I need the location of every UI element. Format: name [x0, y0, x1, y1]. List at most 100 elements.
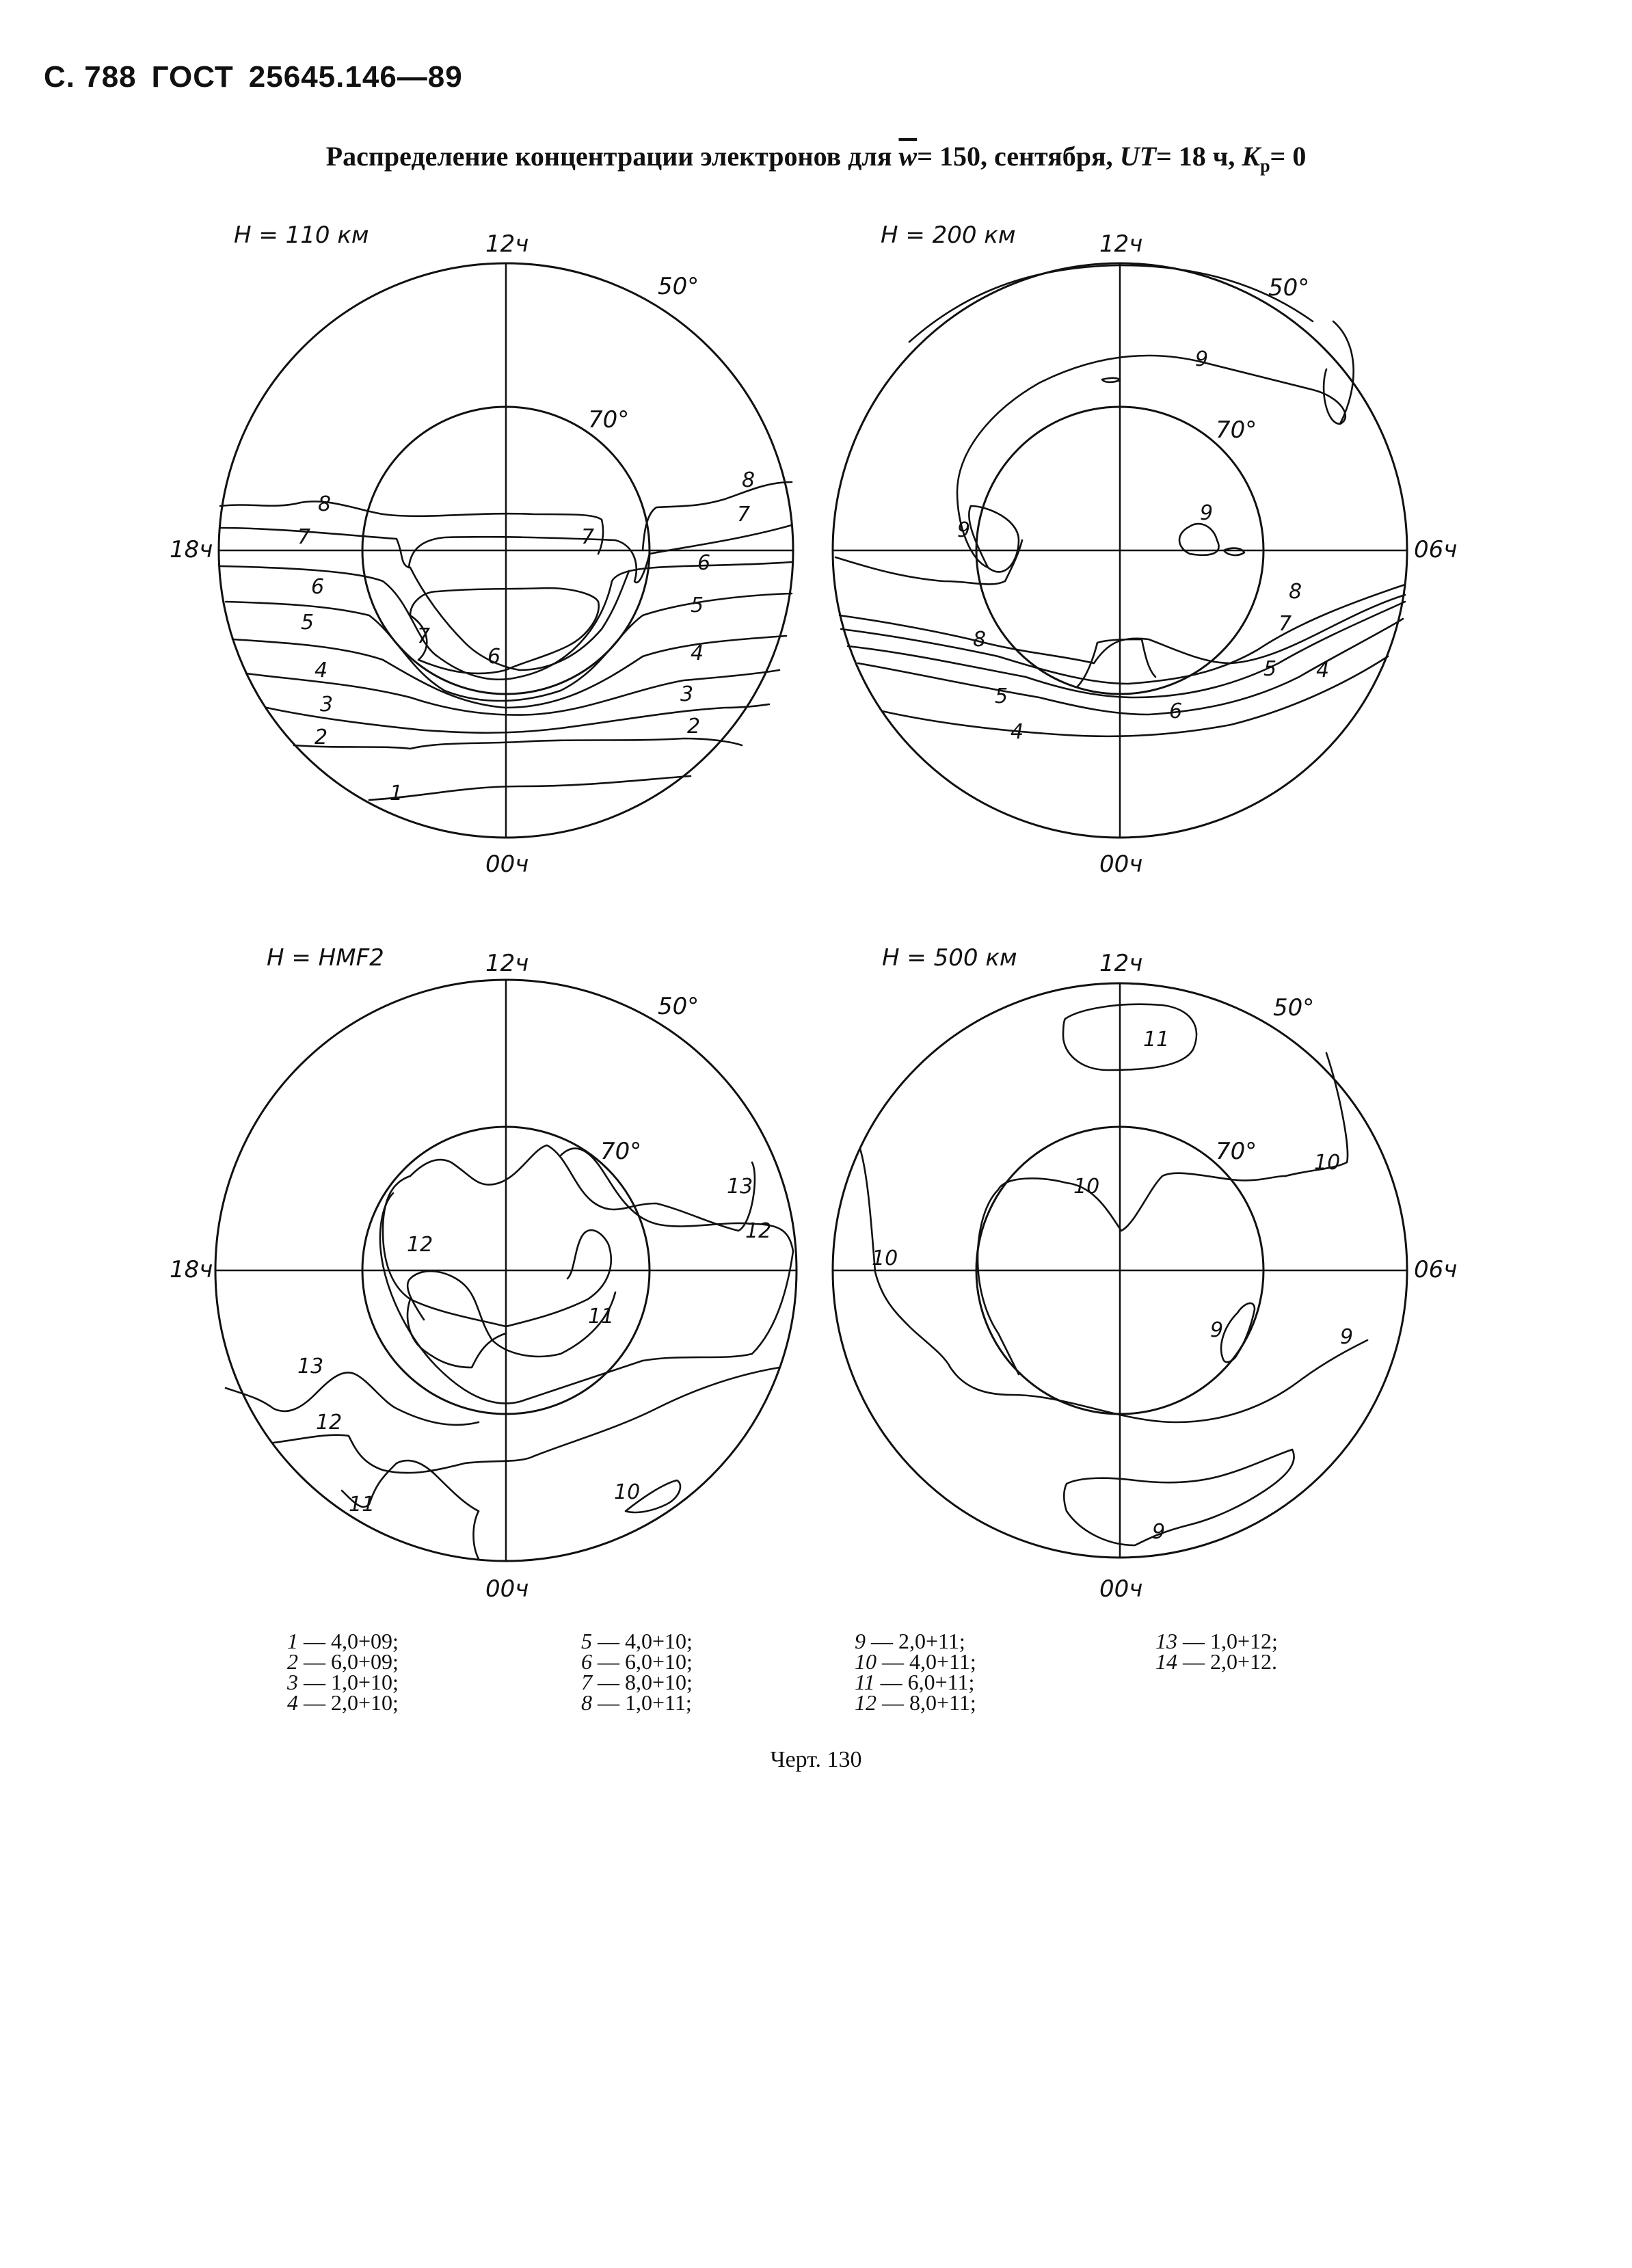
- contour-label: 10: [1314, 1151, 1340, 1175]
- outer-lat-3: 50°: [658, 993, 699, 1020]
- inner-lat-2: 70°: [1216, 416, 1257, 444]
- contour-label: 3: [320, 693, 333, 717]
- contours: [219, 481, 793, 801]
- contour-label: 6: [1169, 699, 1182, 723]
- right-label-4: 06ч: [1414, 1256, 1457, 1283]
- legend-column-3: 9 — 2,0+11; 10 — 4,0+11; 11 — 6,0+11; 12…: [855, 1629, 976, 1713]
- contour-label: 5: [995, 684, 1008, 708]
- left-label-1: 18ч: [170, 536, 213, 563]
- contour-label: 11: [588, 1305, 614, 1329]
- inner-lat-3: 70°: [600, 1138, 641, 1165]
- contour-label: 5: [1263, 657, 1276, 681]
- contour-label: 11: [1143, 1028, 1169, 1052]
- standard-name: ГОСТ: [151, 60, 234, 94]
- page-number: С. 788: [44, 60, 137, 94]
- legend-item: 11 — 6,0+11;: [855, 1670, 975, 1694]
- bottom-label-4: 00ч: [1099, 1575, 1142, 1603]
- contour-label: 2: [687, 715, 700, 738]
- contours: [859, 1003, 1369, 1547]
- contour-label: 9: [1340, 1325, 1353, 1349]
- legend-item: 7 — 8,0+10;: [581, 1670, 693, 1694]
- contour-label: 8: [1289, 580, 1302, 604]
- top-label-3: 12ч: [485, 950, 529, 977]
- title-kp-value: = 0: [1270, 141, 1307, 172]
- title-prefix: Распределение концентрации электронов дл…: [325, 141, 892, 172]
- contour-label: 9: [1195, 347, 1208, 371]
- bottom-label-2: 00ч: [1099, 851, 1142, 878]
- legend-column-1: 1 — 4,0+09; 2 — 6,0+09; 3 — 1,0+10; 4 — …: [287, 1629, 399, 1713]
- page-header: С. 788 ГОСТ 25645.146—89: [44, 60, 478, 94]
- contour-label: 8: [318, 492, 331, 516]
- title-kp-sub: p: [1260, 156, 1270, 176]
- legend-item: 3 — 1,0+10;: [287, 1670, 399, 1694]
- figure-caption: Черт. 130: [770, 1747, 862, 1772]
- contours: [834, 320, 1406, 738]
- top-label-1: 12ч: [485, 230, 529, 258]
- legend-item: 10 — 4,0+11;: [855, 1649, 976, 1674]
- contour-label: 6: [697, 551, 710, 575]
- contour-label: 7: [297, 525, 310, 549]
- bottom-label-1: 00ч: [485, 851, 529, 878]
- contour-label: 3: [680, 682, 693, 706]
- contour-label: 6: [311, 575, 324, 599]
- legend-item: 6 — 6,0+10;: [581, 1649, 693, 1674]
- contour-label: 9: [1200, 501, 1213, 525]
- height-label-1: H = 110 км: [234, 222, 369, 249]
- contour-label: 4: [315, 658, 327, 682]
- contour-label: 12: [407, 1233, 433, 1257]
- contour-label: 10: [872, 1246, 898, 1270]
- bottom-label-3: 00ч: [485, 1575, 529, 1603]
- outer-lat-2: 50°: [1268, 274, 1309, 302]
- height-label-4: H = 500 км: [882, 944, 1017, 972]
- diagram-labels: H = 110 км 12ч 00ч 18ч 50° 70° H = 200 к…: [170, 222, 1457, 1603]
- legend-column-2: 5 — 4,0+10; 6 — 6,0+10; 7 — 8,0+10; 8 — …: [581, 1629, 693, 1715]
- title-kp: K: [1242, 141, 1261, 172]
- outer-lat-4: 50°: [1273, 994, 1314, 1022]
- legend-item: 5 — 4,0+10;: [581, 1629, 693, 1653]
- contour-label: 7: [581, 525, 594, 549]
- inner-lat-4: 70°: [1216, 1138, 1257, 1165]
- top-label-2: 12ч: [1099, 230, 1142, 258]
- standard-number: 25645.146—89: [248, 60, 463, 94]
- contour-label: 11: [349, 1493, 375, 1517]
- contour-label: 9: [957, 518, 970, 542]
- figure-title: Распределение концентрации электронов дл…: [0, 140, 1632, 176]
- contour-label: 4: [691, 641, 704, 665]
- contour-label: 8: [973, 628, 986, 652]
- contour-label: 7: [417, 624, 430, 648]
- contour-label: 6: [487, 645, 500, 669]
- height-label-3: H = HMF2: [267, 944, 384, 972]
- contours: [224, 1144, 794, 1560]
- legend-column-4: 13 — 1,0+12; 14 — 2,0+12.: [1155, 1629, 1278, 1672]
- title-omega: w: [898, 141, 918, 172]
- title-ut-value: = 18 ч,: [1156, 141, 1235, 172]
- title-ut: UT: [1119, 141, 1157, 172]
- contour-label: 5: [301, 611, 314, 635]
- contour-label: 5: [691, 593, 704, 617]
- contour-label: 8: [742, 468, 755, 492]
- contour-label: 12: [745, 1219, 771, 1243]
- legend-item: 8 — 1,0+11;: [581, 1690, 692, 1715]
- outer-double-arc: [908, 264, 1314, 343]
- title-month: сентября,: [993, 141, 1113, 172]
- legend-item: 2 — 6,0+09;: [287, 1649, 399, 1674]
- contour-label: 10: [614, 1480, 640, 1504]
- left-label-3: 18ч: [170, 1256, 213, 1283]
- legend-item: 1 — 4,0+09;: [287, 1629, 399, 1653]
- legend-item: 13 — 1,0+12;: [1155, 1629, 1278, 1653]
- contour-label: 7: [737, 503, 750, 526]
- legend-item: 9 — 2,0+11;: [855, 1629, 965, 1653]
- title-omega-value: = 150,: [917, 141, 987, 172]
- contour-label: 4: [1316, 658, 1329, 682]
- contour-label: 13: [297, 1355, 323, 1378]
- top-label-4: 12ч: [1099, 950, 1142, 977]
- contour-label: 10: [1073, 1175, 1099, 1199]
- contour-label: 1: [390, 782, 403, 805]
